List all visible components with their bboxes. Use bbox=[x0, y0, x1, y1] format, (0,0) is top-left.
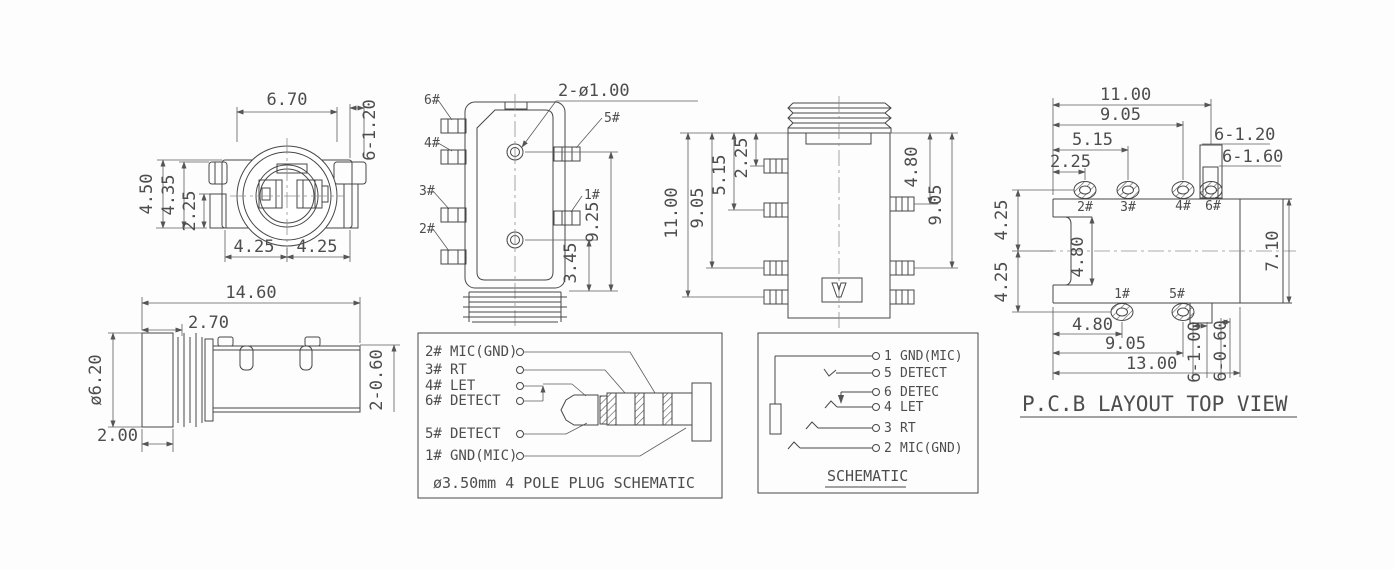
dim-pcb-left-bottom: 4.25 bbox=[992, 262, 1012, 303]
dim-side-l4: 2.25 bbox=[732, 138, 752, 179]
dim-profile-washer: 2.00 bbox=[97, 426, 138, 446]
plug-row-3: 3#RT bbox=[425, 362, 467, 378]
plug-schematic-border bbox=[417, 332, 723, 499]
dim-top-holes: 2-ø1.00 bbox=[558, 81, 630, 101]
side-view-body bbox=[787, 96, 891, 330]
pin-label-6: 6# bbox=[424, 93, 440, 108]
top-view-pin-labels: 6# 4# 3# 2# 5# 1# bbox=[419, 93, 620, 252]
top-view-dimensions: 2-ø1.00 9.25 3.45 bbox=[521, 81, 698, 292]
dim-front-tab: 6-1.20 bbox=[360, 99, 380, 160]
pad-label-2: 2# bbox=[1077, 200, 1093, 215]
dim-pcb-pad-h: 6-1.60 bbox=[1222, 147, 1283, 167]
pcb-dimensions-left: 4.25 4.25 4.80 bbox=[992, 189, 1111, 313]
dim-pcb-br1: 6-1.00 bbox=[1185, 321, 1205, 382]
dim-front-b2: 4.25 bbox=[297, 237, 338, 257]
dim-top-v1: 9.25 bbox=[583, 202, 603, 243]
plug-row-5: 5#DETECT bbox=[425, 426, 501, 442]
side-view-thread bbox=[787, 102, 892, 133]
dim-front-h2: 4.35 bbox=[159, 175, 179, 216]
plug-row-6: 6#DETECT bbox=[425, 393, 501, 409]
pin-label-2: 2# bbox=[419, 222, 435, 237]
pcb-title: P.C.B LAYOUT TOP VIEW bbox=[1022, 392, 1288, 416]
dim-top-v2: 3.45 bbox=[561, 243, 581, 284]
pcb-dimensions-top: 2.25 5.15 9.05 11.00 6-1.20 6-1.60 bbox=[1050, 85, 1283, 195]
dim-profile-bush: 2.70 bbox=[188, 313, 229, 333]
plug-drawing bbox=[560, 382, 712, 442]
dim-pcb-t3: 5.15 bbox=[1072, 130, 1113, 150]
plug-schematic-title: ø3.50mm 4 POLE PLUG SCHEMATIC bbox=[433, 474, 695, 492]
dim-profile-dia: ø6.20 bbox=[86, 354, 106, 405]
dim-pcb-t2: 9.05 bbox=[1100, 105, 1141, 125]
dim-pcb-left-top: 4.25 bbox=[992, 200, 1012, 241]
dim-side-l3: 5.15 bbox=[710, 155, 730, 196]
top-view: 6# 4# 3# 2# 5# 1# 2-ø1.00 9.25 3.45 bbox=[419, 81, 698, 330]
dim-pcb-b3: 13.00 bbox=[1126, 354, 1177, 374]
profile-view: 14.60 2.70 ø6.20 2.00 2-0.60 bbox=[86, 283, 400, 452]
dim-pcb-b1: 4.80 bbox=[1072, 315, 1113, 335]
schematic-border bbox=[757, 332, 979, 494]
dim-pcb-t1: 11.00 bbox=[1100, 85, 1151, 105]
dim-pcb-t4: 2.25 bbox=[1050, 152, 1091, 172]
pad-label-5: 5# bbox=[1169, 287, 1185, 302]
dim-profile-length: 14.60 bbox=[225, 283, 276, 303]
side-view: 2.25 5.15 9.05 11.00 4.80 9.05 bbox=[662, 96, 958, 330]
dim-profile-legs: 2-0.60 bbox=[367, 349, 387, 410]
front-view-contacts bbox=[230, 138, 344, 254]
pad-label-1: 1# bbox=[1114, 287, 1130, 302]
pcb-dimensions-right: 7.10 bbox=[1263, 198, 1292, 304]
top-view-body bbox=[464, 94, 566, 330]
plug-row-4: 4#LET bbox=[425, 378, 476, 394]
pad-label-4: 4# bbox=[1175, 199, 1191, 214]
dim-front-h1: 4.50 bbox=[137, 174, 157, 215]
dim-pcb-br2: 6-0.60 bbox=[1211, 320, 1231, 381]
dim-pcb-notch: 4.80 bbox=[1068, 237, 1088, 278]
front-view: 6.70 6-1.20 4.50 4.35 2.25 4.25 4.25 bbox=[137, 90, 380, 262]
pcb-outline bbox=[1040, 198, 1296, 304]
pin-label-5: 5# bbox=[604, 111, 620, 126]
dim-pcb-right: 7.10 bbox=[1263, 231, 1283, 272]
dim-pcb-pad-w: 6-1.20 bbox=[1214, 125, 1275, 145]
dim-side-r1: 4.80 bbox=[902, 147, 922, 188]
pin-label-1: 1# bbox=[584, 188, 600, 203]
dim-front-h3: 2.25 bbox=[180, 191, 200, 232]
pcb-dimensions-bottom: 4.80 9.05 13.00 6-1.00 6-0.60 bbox=[1052, 307, 1241, 383]
pcb-view: 2# 3# 4# 6# 1# 5# 2.25 5.15 9.05 11.00 6… bbox=[992, 85, 1297, 418]
plug-schematic-rows: 2#MIC(GND) 3#RT 4#LET 6#DETECT 5#DETECT … bbox=[425, 344, 524, 464]
profile-view-dimensions: 14.60 2.70 ø6.20 2.00 2-0.60 bbox=[86, 283, 400, 452]
plug-schematic: 2#MIC(GND) 3#RT 4#LET 6#DETECT 5#DETECT … bbox=[417, 332, 723, 499]
dim-side-r2: 9.05 bbox=[926, 185, 946, 226]
plug-row-1: 1#GND(MIC) bbox=[425, 448, 517, 464]
plug-schematic-leaders bbox=[524, 351, 687, 457]
top-view-bushing bbox=[463, 291, 567, 323]
pin-label-3: 3# bbox=[419, 184, 435, 199]
pad-label-3: 3# bbox=[1120, 200, 1136, 215]
schematic-title: SCHEMATIC bbox=[827, 467, 908, 485]
pcb-pads: 2# 3# 4# 6# 1# 5# bbox=[1073, 144, 1223, 324]
dim-pcb-b2: 9.05 bbox=[1105, 334, 1146, 354]
side-view-dimensions: 2.25 5.15 9.05 11.00 4.80 9.05 bbox=[662, 132, 958, 298]
dim-side-l2: 9.05 bbox=[688, 188, 708, 229]
front-view-dimensions: 6.70 6-1.20 4.50 4.35 2.25 4.25 4.25 bbox=[137, 90, 380, 262]
pad-label-6: 6# bbox=[1205, 199, 1221, 214]
profile-view-body bbox=[141, 332, 361, 428]
dim-side-l1: 11.00 bbox=[662, 187, 682, 238]
plug-row-2: 2#MIC(GND) bbox=[425, 344, 517, 360]
dim-front-width: 6.70 bbox=[267, 90, 308, 110]
pin-label-4: 4# bbox=[424, 136, 440, 151]
dim-front-b1: 4.25 bbox=[234, 237, 275, 257]
top-view-pins bbox=[440, 118, 581, 265]
schematic-symbol bbox=[769, 352, 880, 452]
